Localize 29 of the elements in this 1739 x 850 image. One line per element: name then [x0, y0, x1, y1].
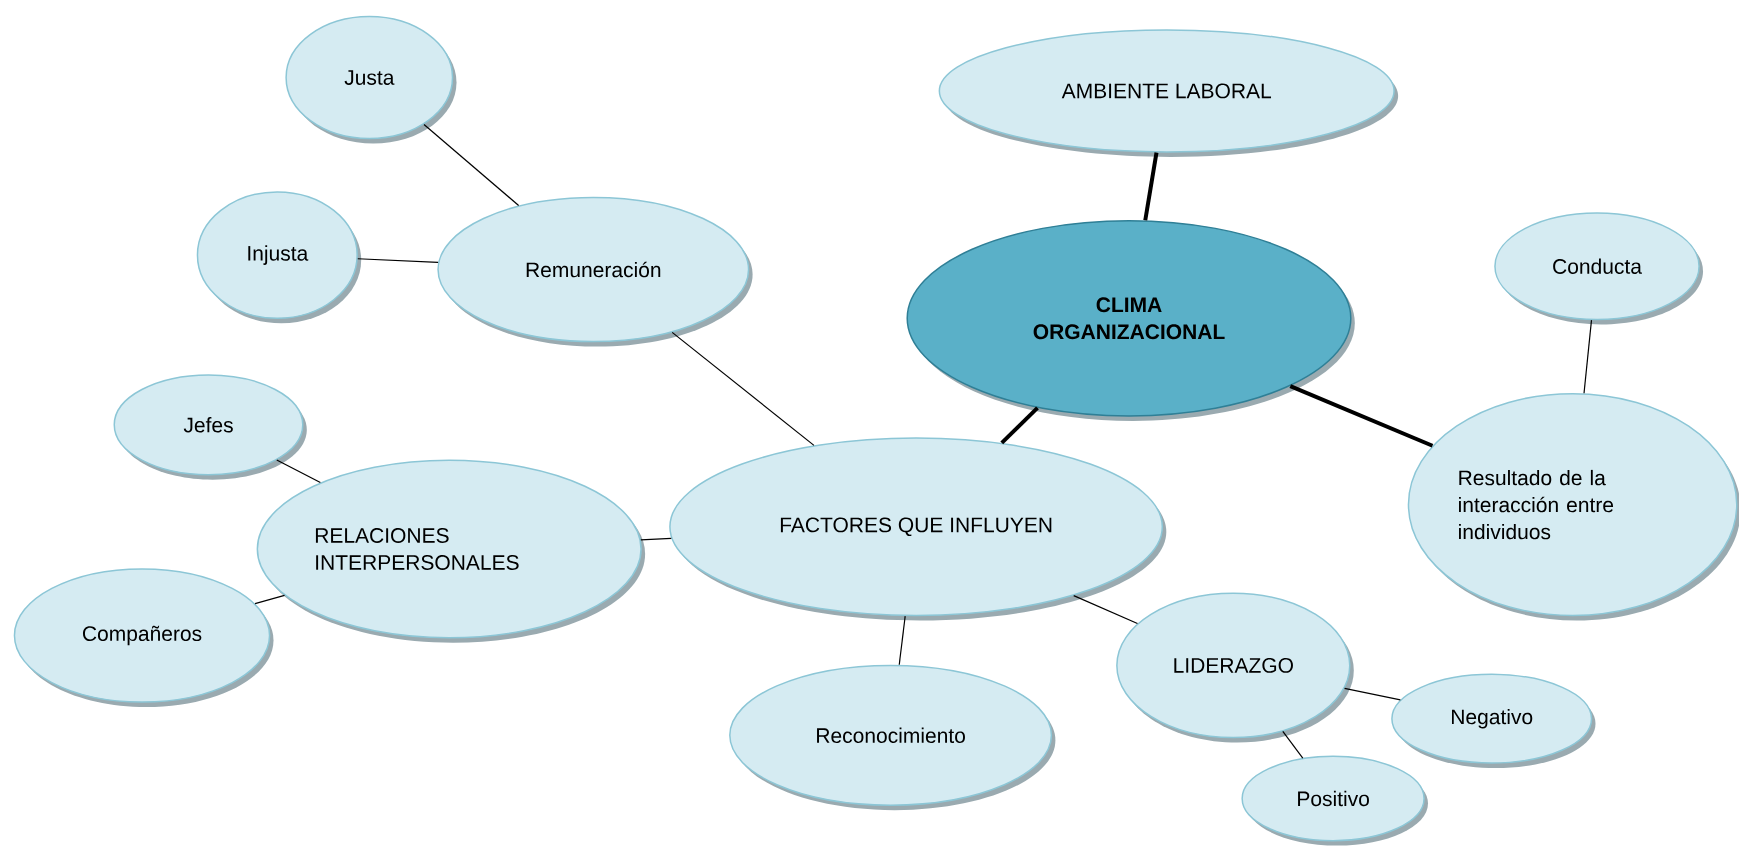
ellipse-node: RELACIONES INTERPERSONALES	[256, 459, 646, 643]
ellipse-node: Negativo	[1391, 673, 1596, 769]
ellipse-node: Jefes	[113, 374, 307, 480]
connector-line	[1282, 730, 1304, 759]
connector-line	[1343, 687, 1401, 701]
ellipse-node: Injusta	[196, 191, 362, 324]
connector-line	[254, 594, 286, 605]
connector-line	[1143, 152, 1159, 221]
ellipse-node: Compañeros	[13, 568, 274, 707]
ellipse-node: LIDERAZGO	[1116, 592, 1354, 743]
connector-line	[1073, 595, 1139, 625]
ellipse-node: Justa	[285, 15, 457, 144]
ellipse-node: CLIMA ORGANIZACIONAL	[906, 219, 1355, 421]
ellipse-node: Resultado de la interacción entre individuos	[1407, 392, 1739, 621]
connector-line	[671, 331, 815, 446]
connector-line	[276, 459, 321, 484]
connector-line	[898, 615, 906, 666]
ellipse-node: Conducta	[1494, 212, 1703, 325]
ellipse-node: FACTORES QUE INFLUYEN	[669, 437, 1167, 621]
connector-line	[423, 123, 520, 207]
ellipse-node: AMBIENTE LABORAL	[938, 29, 1399, 157]
connector-line	[640, 537, 672, 541]
ellipse-node: Remuneración	[437, 196, 753, 347]
connector-line	[357, 258, 439, 264]
connector-line	[1583, 319, 1593, 394]
ellipse-node: Positivo	[1241, 755, 1428, 846]
connector-line	[1000, 406, 1039, 445]
ellipse-node: Reconocimiento	[729, 664, 1056, 811]
connector-line	[1289, 384, 1434, 448]
